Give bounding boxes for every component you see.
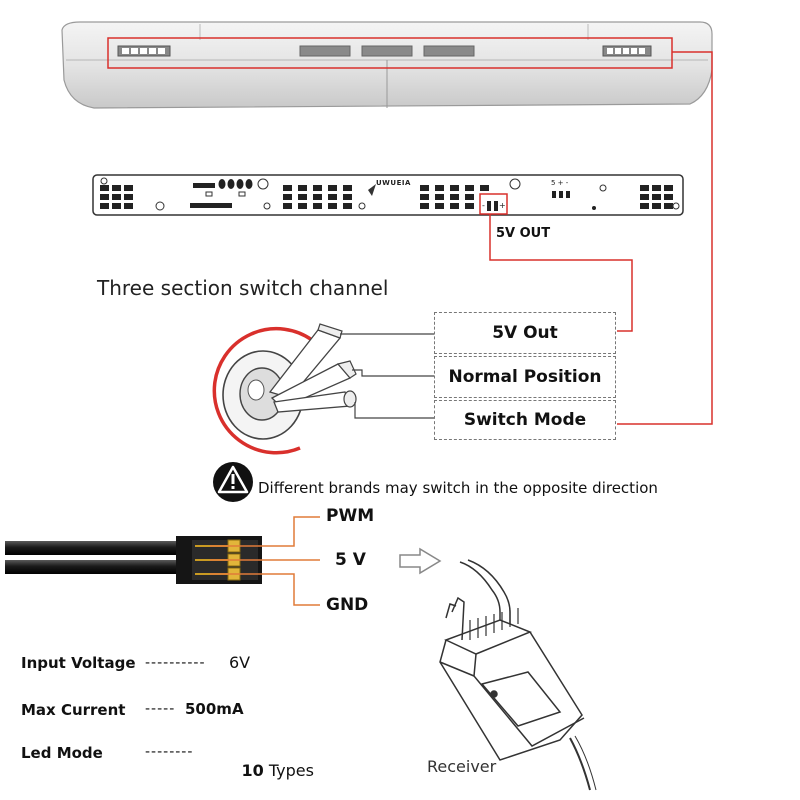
spec-value-group: 10 Types: [211, 742, 314, 799]
switch-position-5v-out: 5V Out: [434, 312, 616, 354]
light-bar: [61, 21, 713, 109]
pcb-board: - +: [92, 174, 684, 216]
leader-line-normal: [352, 369, 434, 377]
leader-line-switch: [354, 402, 434, 419]
led-window-left: [117, 45, 171, 57]
led-window-center: [361, 45, 413, 57]
warning-text: Different brands may switch in the oppos…: [258, 479, 658, 497]
pcb-brand-label: UWUEIA: [376, 179, 411, 187]
spec-value-bold: 10: [241, 761, 264, 780]
spec-dashes: --------: [145, 744, 194, 760]
spec-label: Led Mode: [21, 744, 103, 762]
spec-label: Input Voltage: [21, 654, 136, 672]
svg-text:+: +: [499, 201, 506, 210]
spec-dashes: -----: [145, 701, 176, 717]
gnd-callout-line: [210, 573, 320, 606]
led-window-center-right: [423, 45, 475, 57]
warning-icon: [213, 462, 253, 502]
switch-mode-callout-line: [617, 51, 713, 425]
arrow-right-icon: [399, 547, 442, 575]
five-v-out-highlight: [479, 193, 508, 215]
led-highlight-callout: [107, 37, 673, 69]
switch-channel-title: Three section switch channel: [97, 276, 389, 300]
led-window-center-left: [299, 45, 351, 57]
spec-dashes: ----------: [145, 655, 206, 671]
spec-value: 6V: [229, 653, 251, 672]
pwm-callout-line: [210, 516, 320, 547]
spec-value: Types: [263, 761, 314, 780]
five-v-out-label: 5V OUT: [496, 226, 551, 241]
pcb-pin-label: 5 + -: [551, 179, 569, 187]
spec-value-bold: 500mA: [185, 700, 244, 718]
receiver-label: Receiver: [427, 757, 497, 776]
switch-position-switch-mode: Switch Mode: [434, 400, 616, 440]
wire-label-pwm: PWM: [326, 506, 375, 526]
receiver-illustration: [439, 559, 597, 791]
switch-illustration: [212, 323, 357, 455]
spec-label: Max Current: [21, 701, 126, 719]
five-v-out-callout-line: [489, 214, 633, 332]
led-window-right: [602, 45, 652, 57]
wire-label-gnd: GND: [326, 595, 369, 615]
wire-label-5v: 5 V: [335, 550, 366, 570]
switch-position-normal: Normal Position: [434, 356, 616, 398]
svg-text:-: -: [482, 201, 485, 210]
